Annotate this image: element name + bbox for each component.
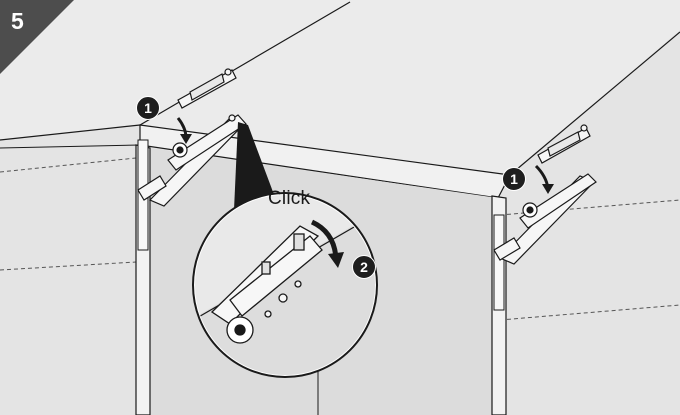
ceiling-edge-left bbox=[139, 1, 351, 126]
click-label: Click bbox=[268, 188, 311, 209]
step-number: 5 bbox=[11, 8, 24, 34]
dashed-guide-left-low bbox=[0, 261, 137, 271]
callout-left-lift: 1 bbox=[136, 96, 160, 120]
push-arrow-head bbox=[328, 252, 344, 268]
arrow-head-left bbox=[180, 134, 192, 144]
magnified-detail bbox=[195, 195, 375, 375]
ceiling-plane bbox=[0, 0, 680, 175]
step-badge: 5 bbox=[0, 0, 74, 74]
hinge-left bbox=[137, 68, 247, 207]
hinge-right bbox=[493, 124, 597, 265]
dashed-guide-right-low bbox=[499, 304, 680, 321]
callout-right-lift: 1 bbox=[502, 167, 526, 191]
step-badge-shape bbox=[0, 0, 74, 74]
mount-plate-right bbox=[493, 214, 505, 311]
wall-line-left-2 bbox=[0, 144, 141, 149]
ceiling-edge-right bbox=[509, 31, 680, 176]
arrow-head-right bbox=[542, 184, 554, 194]
wall-line-left bbox=[0, 124, 141, 141]
callout-magnified-push: 2 bbox=[352, 255, 376, 279]
dashed-guide-left bbox=[0, 157, 137, 173]
magnifier-pointer bbox=[234, 122, 276, 210]
